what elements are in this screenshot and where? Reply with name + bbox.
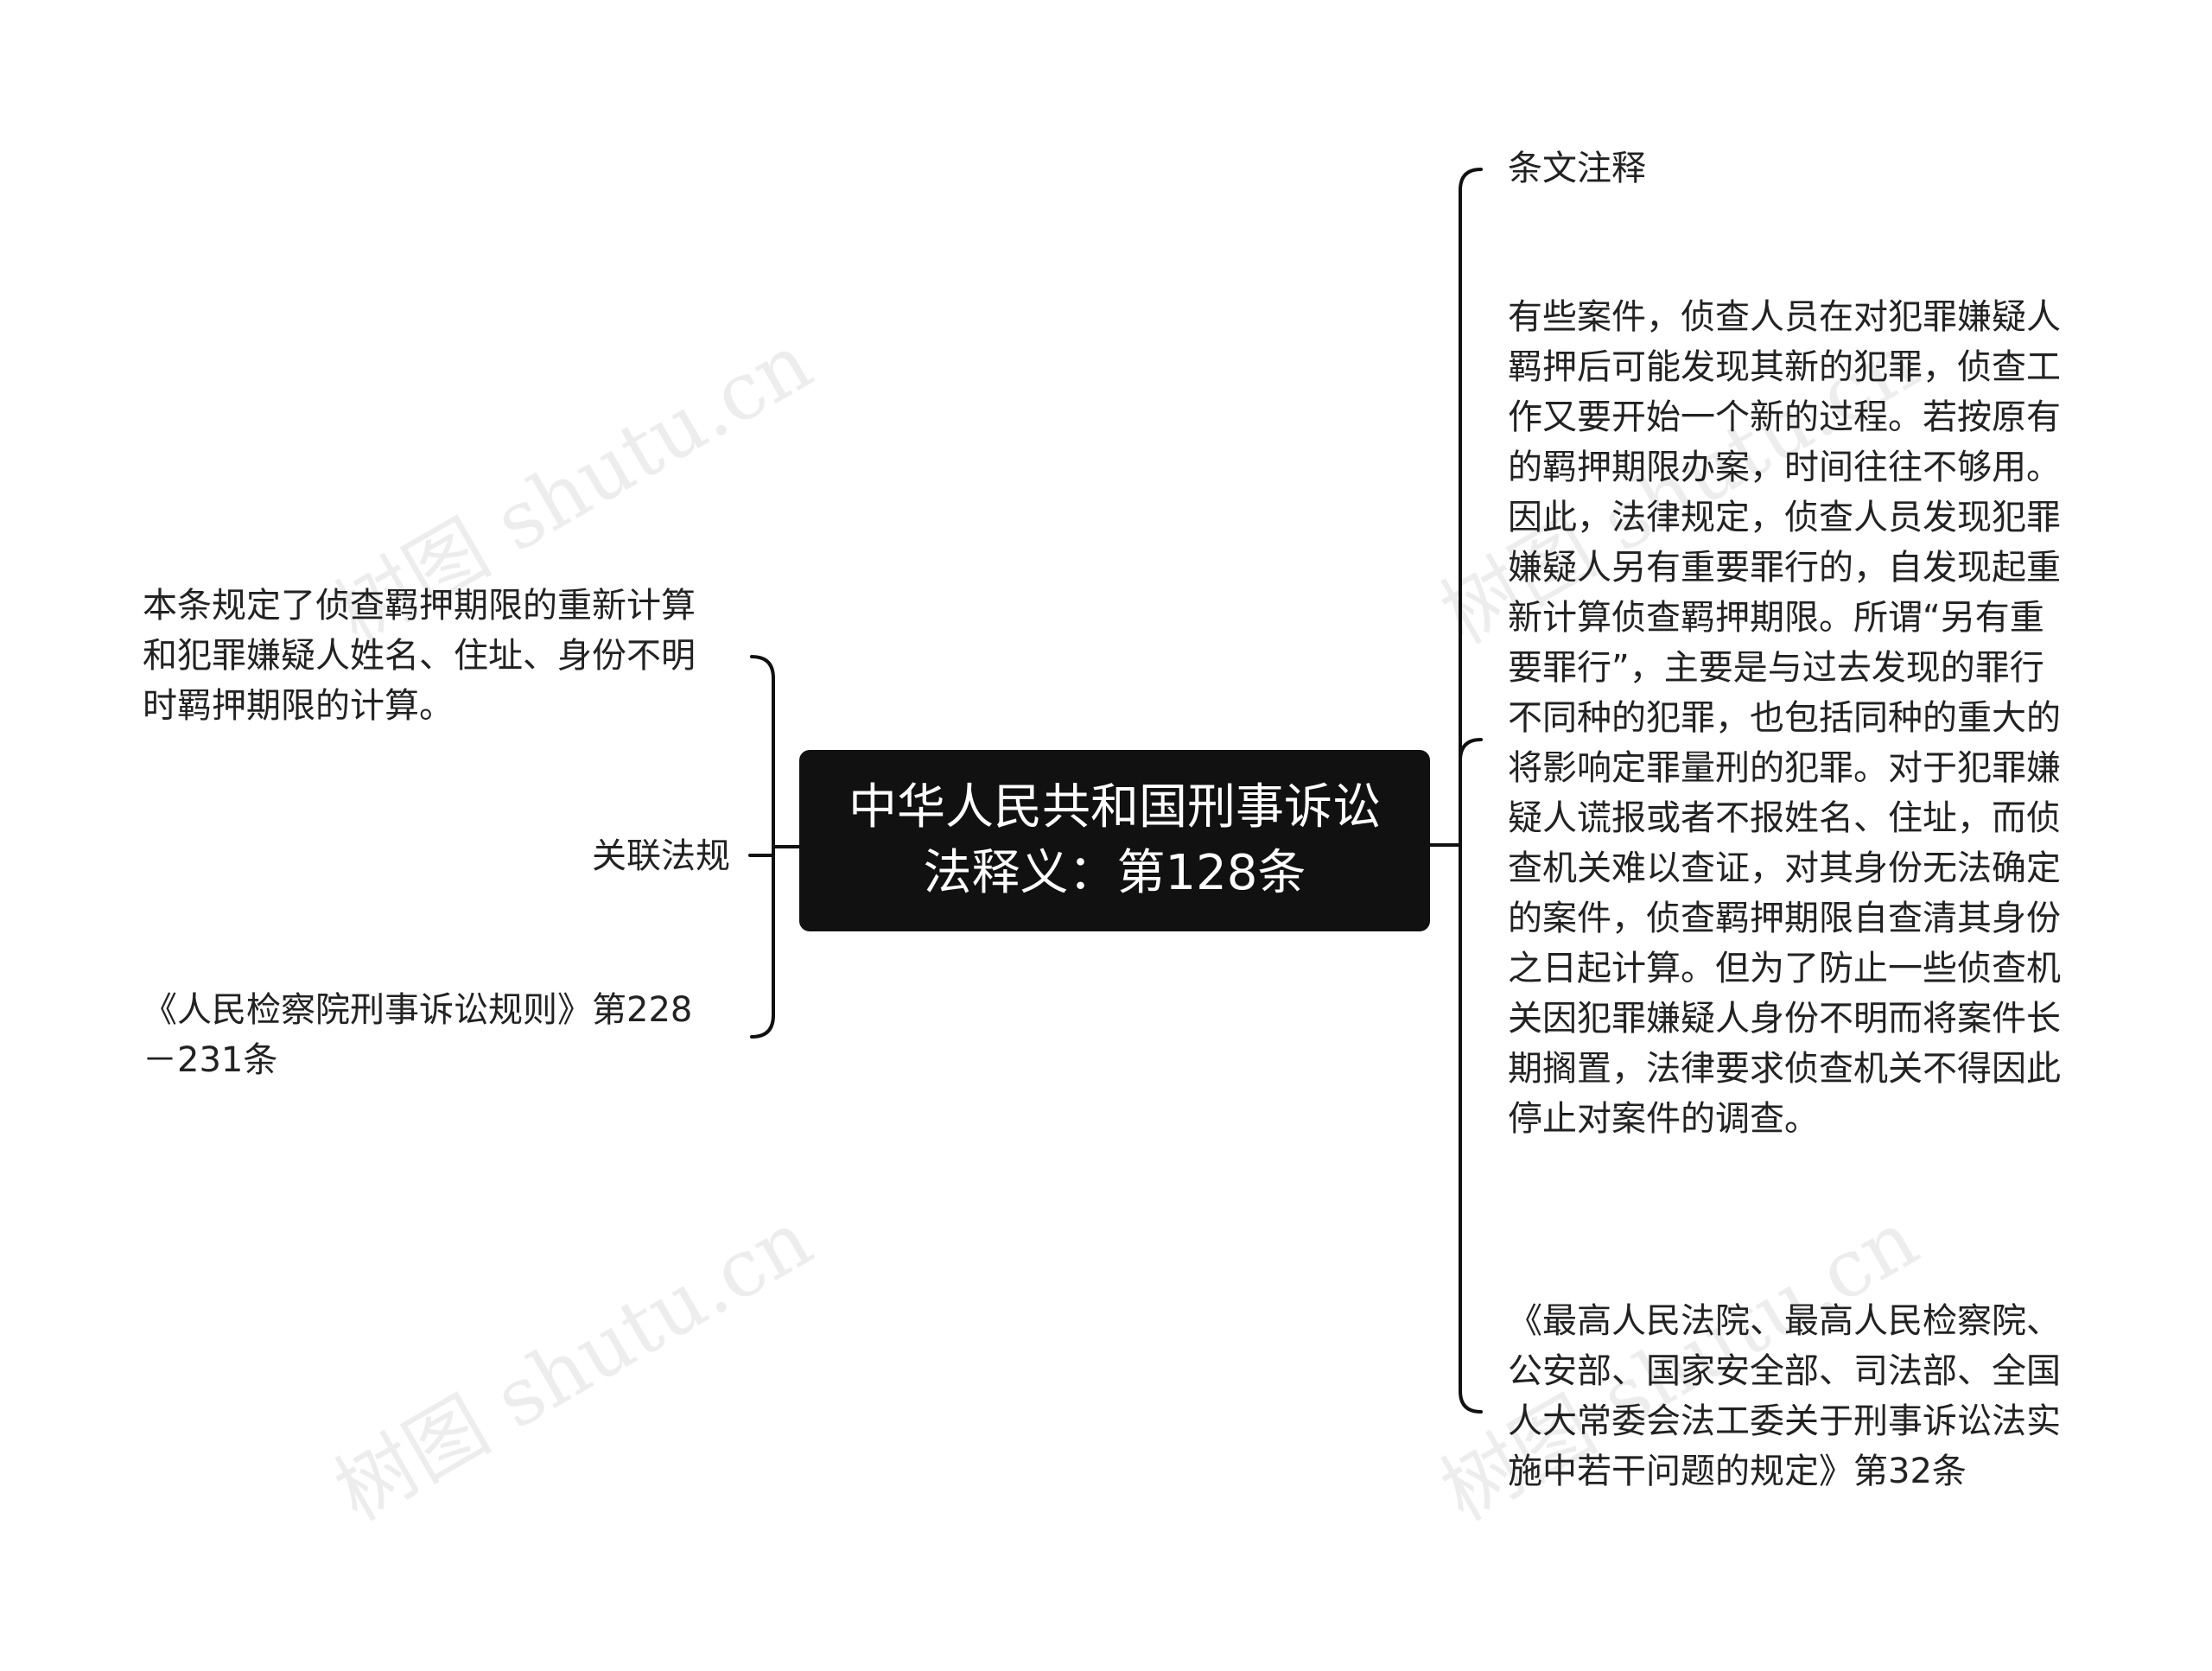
central-topic-title: 中华人民共和国刑事诉讼法释义：第128条 xyxy=(849,779,1381,901)
related-rule-node[interactable]: 《人民检察院刑事诉讼规则》第228－231条 xyxy=(143,990,693,1080)
annotation-text-node[interactable]: 有些案件，侦查人员在对犯罪嫌疑人羁押后可能发现其新的犯罪，侦查工作又要开始一个新… xyxy=(1508,297,2061,1139)
summary-node[interactable]: 本条规定了侦查羁押期限的重新计算和犯罪嫌疑人姓名、住址、身份不明时羁押期限的计算… xyxy=(143,586,696,726)
annotation-label-node[interactable]: 条文注释 xyxy=(1508,149,1646,188)
regulation-node[interactable]: 《最高人民法院、最高人民检察院、公安部、国家安全部、司法部、全国人大常委会法工委… xyxy=(1508,1301,2061,1491)
related-laws-node[interactable]: 关联法规 xyxy=(592,836,730,876)
central-topic-node[interactable]: 中华人民共和国刑事诉讼法释义：第128条 xyxy=(799,750,1430,931)
